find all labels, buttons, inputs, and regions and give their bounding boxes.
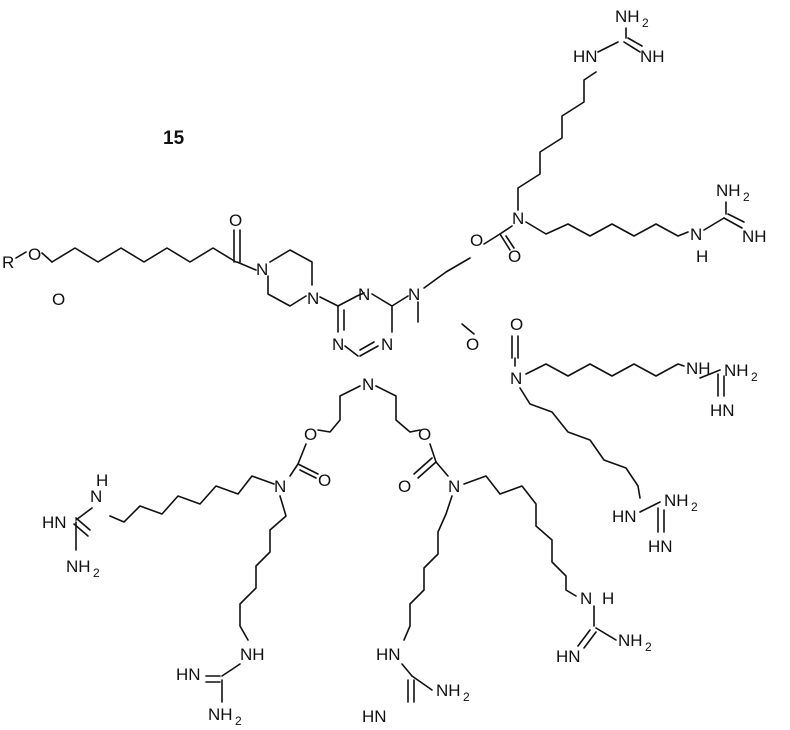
gua1-nh2-sub: 2 [642, 16, 649, 30]
gua2-nh2-sub: 2 [743, 190, 750, 204]
gua5-nh2-sub: 2 [93, 566, 100, 580]
gua6-imine-label: HN [176, 665, 201, 684]
upper-hexyl-guanidine-2: N H NH 2 NH [525, 181, 767, 266]
upper-hexyl-guanidine-1: HN NH 2 NH [517, 7, 665, 211]
methylamine-n-label: N [408, 285, 420, 304]
piperazine-n1-label: N [256, 260, 268, 279]
gua6-nh2-sub: 2 [235, 714, 242, 728]
mid-carbamate-n-label: N [510, 369, 522, 388]
bottom-right-hexyl-guanidine-2: N H NH 2 HN [463, 475, 652, 666]
gua4-nh2-sub: 2 [691, 500, 698, 514]
gua6-nh-label: NH [240, 645, 265, 664]
gua8-nh2-label: NH [618, 631, 643, 650]
stray-oxygen-label: O [52, 290, 65, 309]
gua2-nh2-label: NH [716, 181, 741, 200]
gua8-nh2-sub: 2 [645, 640, 652, 654]
left-ester-o-label: O [304, 425, 317, 444]
bottom-right-hexyl-guanidine-1: HN NH 2 HN [362, 495, 470, 726]
right-carbonyl-o-label: O [398, 477, 411, 496]
gua5-nh-label: N [90, 487, 102, 506]
gua7-nh2-sub: 2 [463, 690, 470, 704]
gua4-nh-label: HN [612, 507, 637, 526]
gua7-imine-label: HN [362, 707, 387, 726]
gua3-imine-label: HN [710, 401, 735, 420]
middle-hexyl-guanidine-1: NH NH 2 HN [525, 359, 758, 420]
piperazine-ring: N N [256, 249, 339, 308]
gua5-h-label: H [96, 471, 108, 490]
triazine-n-left-label: N [332, 335, 344, 354]
gua4-nh2-label: NH [664, 491, 689, 510]
mid-ester-o-label: O [466, 335, 479, 354]
methylamino-linker: N O O N [408, 209, 524, 323]
gua3-nh-label: NH [686, 359, 711, 378]
gua5-nh2-label: NH [66, 557, 91, 576]
gua2-h-label: H [696, 247, 708, 266]
triazine-n-top-label: N [358, 285, 370, 304]
bottom-left-hexyl-guanidine-2: NH HN NH 2 [176, 495, 287, 728]
gua1-imine-label: NH [640, 47, 665, 66]
left-bottom-carbamate: O N [274, 443, 331, 496]
carbamate-ester-o-label: O [470, 231, 483, 250]
central-amine-n-label: N [362, 375, 374, 394]
mid-carbonyl-o-label: O [510, 315, 523, 334]
gua8-imine-label: HN [556, 647, 581, 666]
gua3-nh2-sub: 2 [751, 370, 758, 384]
gua8-nh-label: N [580, 589, 592, 608]
piperazine-n4-label: N [307, 289, 319, 308]
carbamate-n-label: N [512, 209, 524, 228]
left-carbonyl-o-label: O [318, 471, 331, 490]
amide-oxygen-label: O [229, 211, 242, 230]
central-amine-bridge: N O O [304, 375, 431, 444]
gua2-nh-label: N [690, 225, 702, 244]
triazine-n-right-label: N [381, 335, 393, 354]
gua8-h-label: H [602, 589, 614, 608]
right-bottom-carbamate: O N [398, 443, 460, 496]
bottom-left-hexyl-guanidine-1: N H HN NH 2 [42, 471, 275, 580]
gua6-nh2-label: NH [208, 705, 233, 724]
left-carbamate-n-label: N [274, 477, 286, 496]
right-ester-o-label: O [418, 425, 431, 444]
middle-hexyl-guanidine-2: HN NH 2 HN [519, 387, 698, 556]
right-carbamate-n-label: N [448, 477, 460, 496]
gua5-imine-label: HN [42, 513, 67, 532]
gua2-imine-label: NH [742, 227, 767, 246]
gua7-nh2-label: NH [436, 681, 461, 700]
r-group-label: R [2, 253, 14, 272]
left-ester-chain: R O O O [2, 211, 257, 309]
gua4-imine-label: HN [648, 537, 673, 556]
ether-oxygen-label: O [28, 245, 41, 264]
middle-carbamate: O O N [461, 315, 523, 388]
compound-label: 15 [163, 128, 185, 149]
gua7-nh-label: HN [376, 645, 401, 664]
gua1-nh2-label: NH [615, 7, 640, 26]
carbamate-carbonyl-o-label: O [508, 247, 521, 266]
triazine-ring: N N N [332, 285, 409, 357]
gua1-nh-label: HN [573, 47, 598, 66]
gua3-nh2-label: NH [724, 361, 749, 380]
